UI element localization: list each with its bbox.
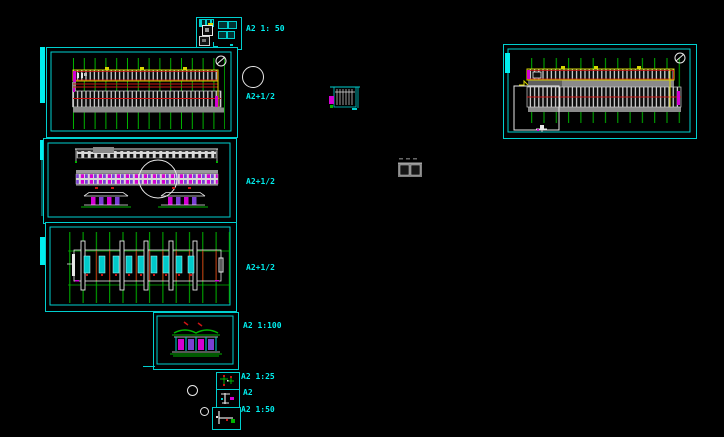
framing-plan-drawing <box>49 226 231 306</box>
scale-label-8: A2 1:50 <box>241 405 275 414</box>
floor-plan-drawing <box>50 51 232 132</box>
legend-tag-3 <box>218 31 227 39</box>
viewport-framing-plan[interactable] <box>45 222 237 312</box>
viewport-edge-tab-2 <box>40 140 45 160</box>
viewport-end-elevation[interactable] <box>153 312 239 370</box>
legend-window-pane <box>205 28 209 32</box>
scale-label-5: A2 1:100 <box>243 321 282 330</box>
viewport-edge-tab-1 <box>40 47 45 103</box>
window-detail-drawing <box>398 158 422 177</box>
scale-label-3: A2+1/2 <box>246 177 275 186</box>
scale-label-4: A2+1/2 <box>246 263 275 272</box>
legend-window-icon-1 <box>202 25 213 36</box>
gable-elevation-right <box>158 187 208 208</box>
legend-window-pane <box>202 39 206 42</box>
north-arrow-icon <box>215 55 227 67</box>
title-block-legend[interactable] <box>196 17 242 50</box>
detail-hatch <box>335 89 355 105</box>
detail-box-3-drawing <box>216 411 235 424</box>
column-connection-detail <box>329 86 360 110</box>
legend-tag-1 <box>218 21 228 29</box>
detail-balloon-circle <box>242 66 264 88</box>
detail-box-2[interactable] <box>216 389 240 409</box>
viewport-edge-tab-5 <box>505 53 510 73</box>
rear-elevation <box>75 147 218 163</box>
building-frame <box>67 240 224 291</box>
viewport-edge-tab-3 <box>40 237 45 265</box>
grid-bubble-circle-1 <box>187 385 198 396</box>
legend-window-icon-2 <box>199 36 210 46</box>
building-plan <box>72 67 224 113</box>
gable-end-drawing <box>170 321 222 357</box>
front-elevation <box>75 170 219 186</box>
north-arrow-icon <box>674 52 686 64</box>
grid-bubble-circle-2 <box>200 407 209 416</box>
legend-tag-2 <box>228 21 237 29</box>
elevations-drawing <box>47 142 231 218</box>
section-marker-icon <box>536 125 547 132</box>
building-plan <box>519 66 682 112</box>
viewport-floor-plan-right[interactable] <box>503 44 697 139</box>
floor-plan-right-drawing <box>505 48 691 133</box>
revision-circle <box>138 159 178 199</box>
viewport-elevations[interactable] <box>43 138 237 224</box>
viewport-edge-line <box>143 366 155 367</box>
detail-box-2-drawing <box>221 393 234 404</box>
scale-label-1: A2 1: 50 <box>246 24 285 33</box>
legend-tag-4 <box>227 31 235 39</box>
red-node-dots <box>86 274 192 276</box>
end-elevation-drawing <box>156 315 234 365</box>
scale-label-7: A2 <box>243 388 253 397</box>
purlin-blocks <box>83 255 195 274</box>
detail-box-3[interactable] <box>212 407 241 430</box>
zoom-window-outline <box>513 85 560 132</box>
viewport-floor-plan[interactable] <box>46 47 238 138</box>
scale-label-6: A2 1:25 <box>241 372 275 381</box>
scale-label-2: A2+1/2 <box>246 92 275 101</box>
legend-tick <box>213 42 218 47</box>
detail-box-1-drawing <box>220 375 234 386</box>
legend-dot <box>230 44 233 46</box>
gable-elevation-left <box>81 187 131 208</box>
